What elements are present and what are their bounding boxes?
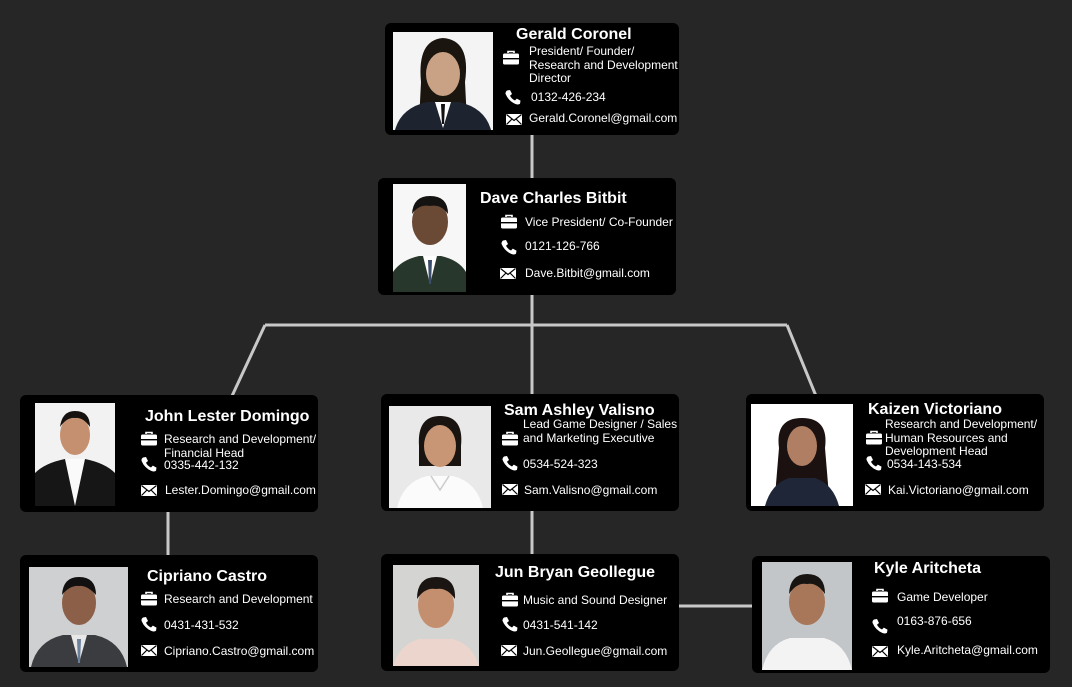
member-name: Gerald Coronel: [516, 26, 632, 43]
member-name: John Lester Domingo: [145, 408, 310, 425]
photo-john: [35, 403, 115, 506]
photo-gerald: [393, 32, 493, 130]
envelope-icon: [499, 265, 517, 281]
photo-cipriano: [29, 567, 128, 667]
member-name: Kyle Aritcheta: [874, 560, 981, 577]
member-phone: 0431-431-532: [164, 618, 239, 632]
envelope-icon: [500, 642, 518, 658]
member-name: Sam Ashley Valisno: [504, 402, 655, 419]
photo-kyle: [762, 562, 852, 670]
phone-icon: [500, 239, 518, 255]
briefcase-icon: [501, 592, 519, 608]
phone-icon: [140, 616, 158, 632]
member-phone: 0431-541-142: [523, 618, 598, 632]
member-card-jun: Jun Bryan Geollegue Music and Sound Desi…: [381, 554, 679, 671]
envelope-icon: [140, 482, 158, 498]
envelope-icon: [140, 642, 158, 658]
member-email: Lester.Domingo@gmail.com: [165, 483, 316, 497]
briefcase-icon: [871, 588, 889, 604]
connector-to-kaizen: [785, 324, 818, 397]
member-card-sam: Sam Ashley Valisno Lead Game Designer / …: [381, 394, 679, 511]
member-phone: 0335-442-132: [164, 458, 239, 472]
phone-icon: [501, 616, 519, 632]
member-role: Lead Game Designer / Sales and Marketing…: [523, 417, 678, 445]
briefcase-icon: [501, 431, 519, 447]
member-card-dave: Dave Charles Bitbit Vice President/ Co-F…: [378, 178, 676, 295]
member-email: Kyle.Aritcheta@gmail.com: [897, 643, 1038, 657]
member-email: Jun.Geollegue@gmail.com: [523, 644, 668, 658]
member-name: Dave Charles Bitbit: [480, 190, 627, 207]
briefcase-icon: [140, 591, 158, 607]
member-name: Jun Bryan Geollegue: [495, 564, 656, 581]
phone-icon: [504, 89, 522, 105]
member-role: President/ Founder/ Research and Develop…: [529, 44, 678, 85]
photo-sam: [389, 406, 491, 508]
envelope-icon: [505, 111, 523, 127]
envelope-icon: [501, 481, 519, 497]
phone-icon: [140, 456, 158, 472]
member-email: Kai.Victoriano@gmail.com: [888, 483, 1029, 497]
member-role: Research and Development/ Financial Head: [164, 432, 317, 460]
member-phone: 0534-524-323: [523, 457, 598, 471]
briefcase-icon: [140, 431, 158, 447]
member-card-kaizen: Kaizen Victoriano Research and Developme…: [746, 394, 1044, 511]
member-card-kyle: Kyle Aritcheta Game Developer 0163-876-6…: [752, 556, 1050, 673]
member-phone: 0121-126-766: [525, 239, 600, 253]
member-card-john: John Lester Domingo Research and Develop…: [20, 395, 318, 512]
member-role: Research and Development/ Human Resource…: [885, 417, 1038, 458]
photo-kaizen: [751, 404, 853, 506]
member-role: Research and Development: [164, 592, 313, 606]
member-role: Music and Sound Designer: [523, 593, 668, 607]
briefcase-icon: [500, 214, 518, 230]
member-card-gerald: Gerald Coronel President/ Founder/ Resea…: [385, 23, 679, 135]
photo-dave: [393, 184, 466, 292]
member-email: Cipriano.Castro@gmail.com: [164, 644, 315, 658]
briefcase-icon: [865, 430, 883, 446]
member-phone: 0163-876-656: [897, 614, 972, 628]
member-role: Vice President/ Co-Founder: [525, 215, 673, 229]
envelope-icon: [871, 643, 889, 659]
member-name: Kaizen Victoriano: [868, 401, 1002, 418]
envelope-icon: [864, 481, 882, 497]
member-email: Dave.Bitbit@gmail.com: [525, 266, 650, 280]
member-phone: 0132-426-234: [531, 90, 606, 104]
member-card-cipriano: Cipriano Castro Research and Development…: [20, 555, 318, 672]
phone-icon: [865, 455, 883, 471]
member-name: Cipriano Castro: [147, 568, 268, 585]
connector-to-john: [230, 324, 267, 397]
phone-icon: [871, 618, 889, 634]
member-role: Game Developer: [897, 590, 988, 604]
member-phone: 0534-143-534: [887, 457, 962, 471]
member-email: Sam.Valisno@gmail.com: [524, 483, 658, 497]
member-email: Gerald.Coronel@gmail.com: [529, 111, 678, 125]
briefcase-icon: [502, 50, 520, 66]
photo-jun: [393, 565, 479, 666]
phone-icon: [501, 455, 519, 471]
